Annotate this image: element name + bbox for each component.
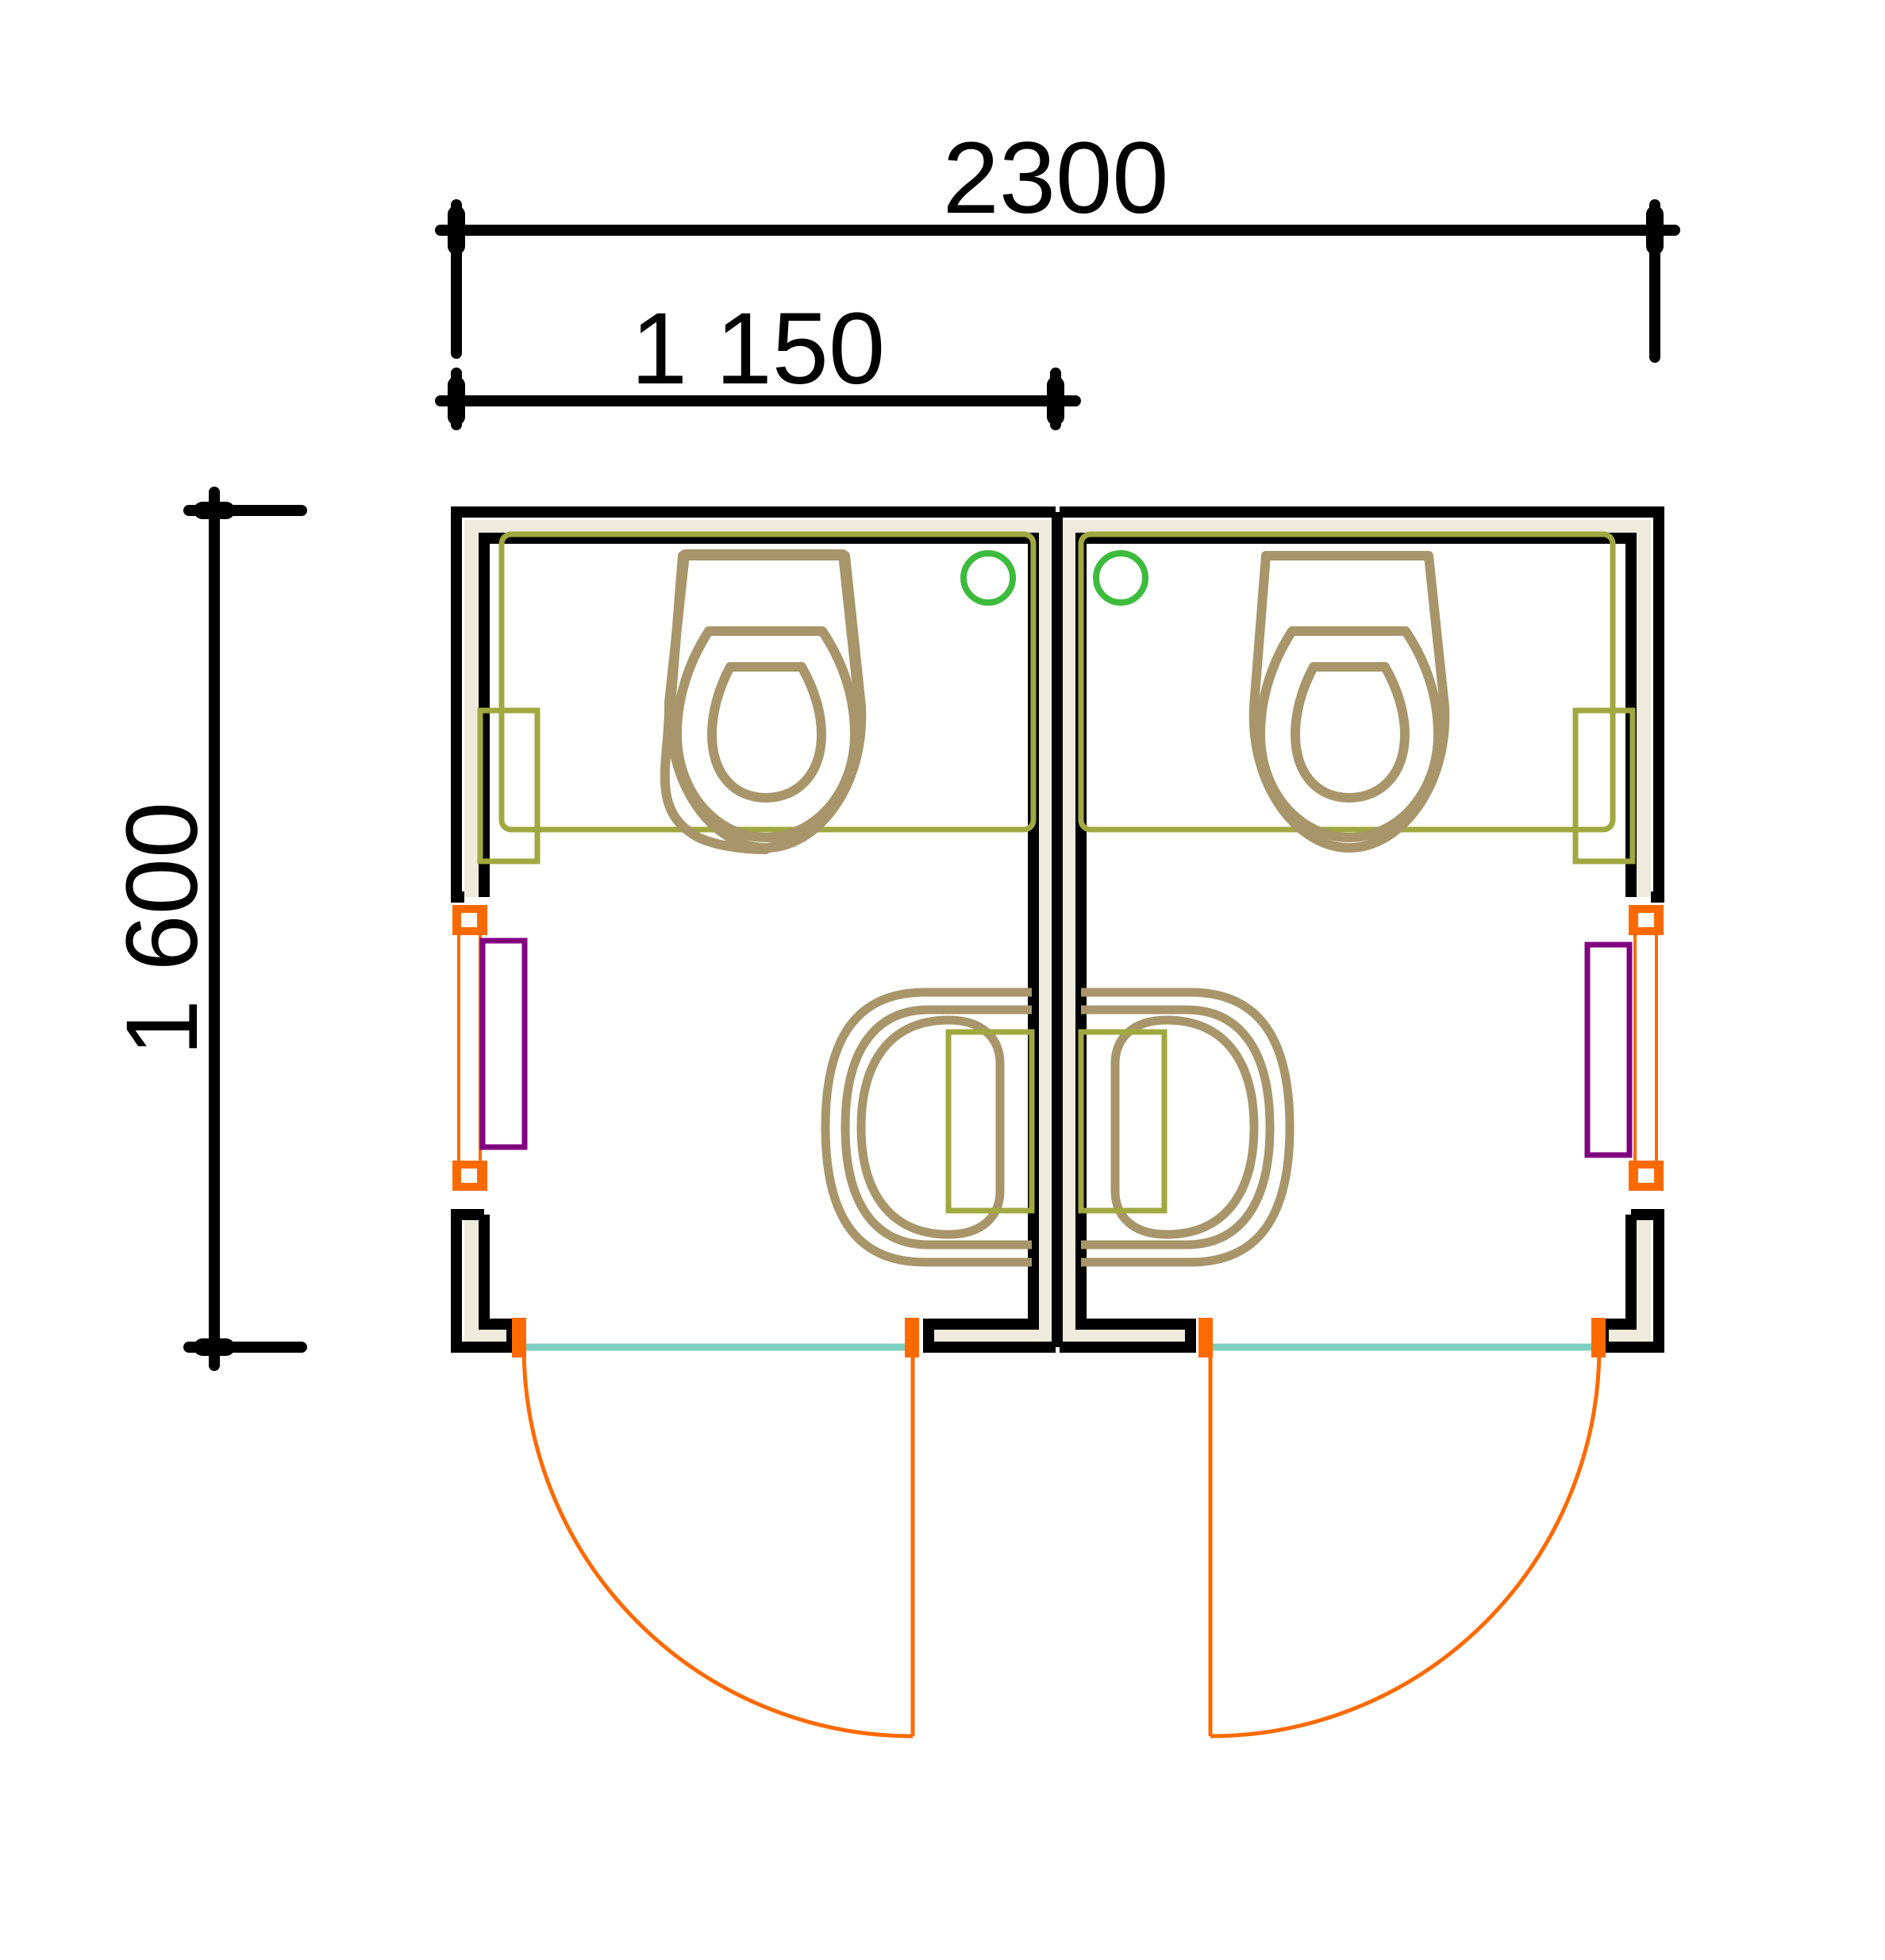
door-right[interactable] [1198,1318,1606,1739]
washbasin-right-icon [1081,988,1294,1267]
dimension-depth-label: 1 600 [106,802,219,1056]
toilet-left-icon [660,549,867,854]
dimension-depth [183,487,307,1371]
sink-panel-right [1584,941,1633,1158]
toilet-right-icon [1248,551,1450,853]
dimension-total-width-label: 2300 [943,121,1169,235]
floor-drain-left-icon [960,550,1016,606]
basin-rails [945,1029,1168,1214]
floor-drain-right-icon [1093,550,1148,606]
grab-rail-left [477,531,1037,864]
walls [451,506,1664,1353]
dimension-cabin-width [435,368,1081,430]
washbasin-left-icon [821,988,1032,1267]
door-left[interactable] [512,1318,919,1739]
sink-panel-left [479,938,528,1150]
dimension-cabin-width-label: 1 150 [631,292,885,406]
grab-rail-right [1078,531,1636,864]
side-window-right [1629,905,1664,1191]
dimension-total-width [435,199,1680,363]
